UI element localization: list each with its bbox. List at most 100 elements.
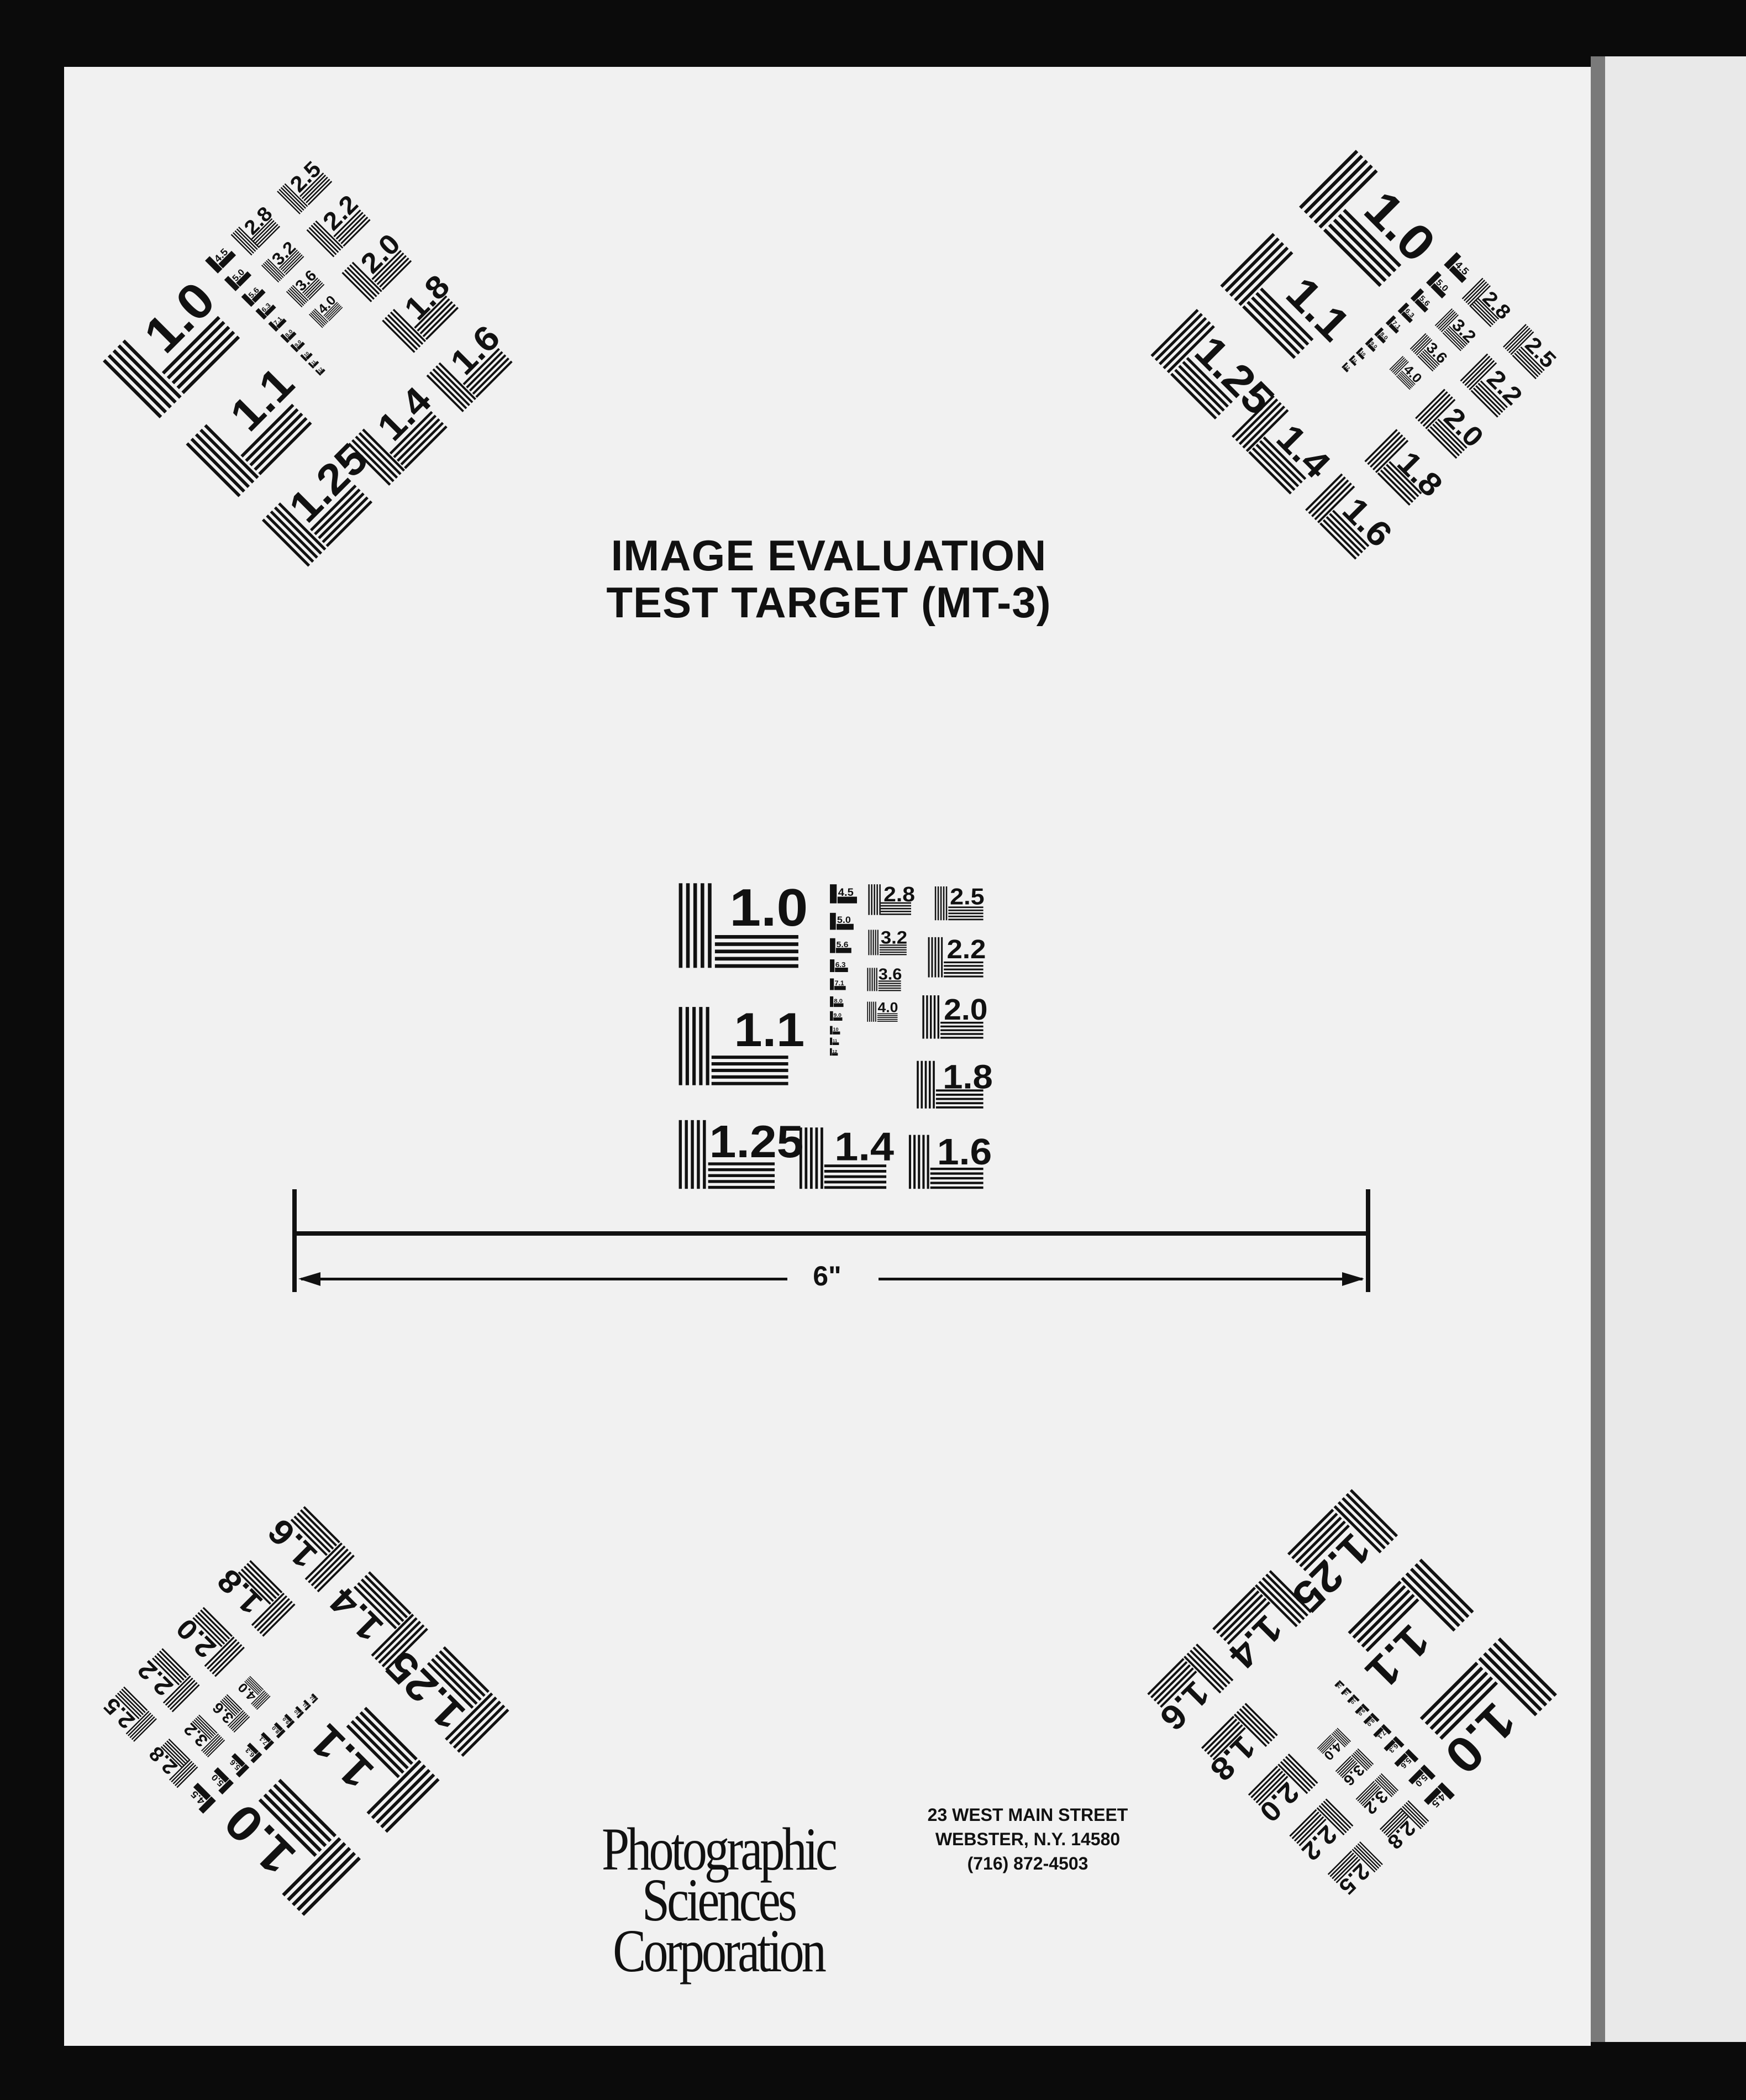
vertical-bar: [250, 1751, 262, 1763]
horizontal-bar: [253, 220, 275, 242]
horizontal-bar: [333, 209, 361, 238]
vertical-bar: [251, 1592, 285, 1626]
vertical-bar: [453, 1700, 501, 1749]
small-resolution-patch: 6.3: [1397, 302, 1416, 323]
horizontal-bar: [295, 1706, 302, 1713]
vertical-bar: [879, 884, 881, 915]
vertical-bar: [1469, 285, 1491, 307]
horizontal-bar: [1298, 1818, 1327, 1846]
horizontal-bar: [1385, 1814, 1407, 1836]
horizontal-bar: [285, 256, 304, 275]
address-street: 23 WEST MAIN STREET: [927, 1805, 1128, 1825]
vertical-bar: [1282, 1758, 1313, 1789]
resolution-patch: 1.8: [1364, 429, 1449, 506]
vertical-bar: [1349, 1489, 1398, 1537]
horizontal-bar: [259, 225, 281, 248]
horizontal-bar: [338, 214, 366, 242]
small-resolution-patch: 5.6: [1410, 288, 1432, 313]
horizontal-bar: [238, 1571, 271, 1605]
vertical-bar: [1355, 1845, 1380, 1869]
horizontal-bar: [708, 1174, 775, 1177]
horizontal-bar: [1373, 1727, 1384, 1737]
horizontal-bar: [202, 1607, 233, 1637]
vertical-bar: [201, 1733, 219, 1752]
vertical-bar: [706, 1007, 709, 1085]
horizontal-bar: [393, 414, 437, 459]
vertical-bar: [1508, 329, 1532, 353]
horizontal-bar: [1321, 1738, 1335, 1753]
horizontal-bar: [1295, 1516, 1342, 1563]
horizontal-bar: [1201, 1715, 1235, 1749]
vertical-bar: [830, 1037, 833, 1045]
horizontal-bar: [1397, 374, 1412, 389]
horizontal-bar: [280, 251, 299, 270]
resolution-patch: 2.5: [1503, 324, 1561, 380]
horizontal-bar: [711, 1056, 788, 1059]
resolution-patch: 1.25: [679, 1116, 803, 1189]
vertical-bar: [304, 1542, 343, 1581]
vertical-bar: [199, 428, 255, 484]
horizontal-bar: [1250, 1768, 1281, 1798]
vertical-bar: [1318, 169, 1378, 229]
small-resolution-patch: 7.1: [1385, 315, 1402, 334]
small-resolution-patch: 9.0: [1355, 1703, 1370, 1717]
horizontal-bar: [824, 1180, 887, 1184]
logo-line-3: Corporation: [613, 1917, 827, 1985]
vertical-bar: [870, 930, 872, 956]
vertical-bar: [366, 1760, 422, 1815]
vertical-bar: [380, 1773, 435, 1829]
vertical-bar: [1318, 1805, 1347, 1834]
vertical-bar: [1444, 252, 1461, 270]
vertical-bar: [1422, 396, 1453, 427]
resolution-patch: 2.2: [306, 190, 371, 258]
vertical-bar: [1385, 315, 1396, 326]
horizontal-bar: [360, 1578, 404, 1623]
horizontal-bar: [877, 1019, 898, 1020]
small-resolution-patch: 4.5: [1444, 252, 1471, 284]
resolution-patch: 2.8: [868, 883, 915, 915]
horizontal-bar: [1182, 361, 1229, 408]
vertical-bar: [874, 884, 875, 915]
vertical-bar: [311, 224, 339, 253]
horizontal-bar: [1365, 1598, 1419, 1652]
patch-label: 1.4: [1268, 416, 1338, 486]
vertical-bar: [877, 930, 879, 956]
vertical-bar: [308, 313, 323, 328]
horizontal-bar: [1212, 1727, 1246, 1761]
horizontal-bar: [303, 1506, 340, 1544]
patch-label: 11: [1351, 357, 1358, 364]
vertical-bar: [1380, 1773, 1399, 1792]
vertical-bar: [280, 187, 304, 211]
horizontal-bar: [714, 957, 798, 961]
horizontal-bar: [1480, 380, 1508, 408]
horizontal-bar: [711, 1062, 788, 1065]
vertical-bar: [871, 884, 872, 915]
vertical-bar: [918, 1135, 921, 1189]
vertical-bar: [362, 428, 405, 472]
small-resolution-patch: 9.0: [290, 339, 305, 353]
small-resolution-patch: 11: [830, 1037, 839, 1045]
horizontal-bar: [837, 923, 854, 930]
vertical-bar: [872, 930, 874, 956]
vertical-bar: [284, 183, 308, 207]
patch-label: 1.1: [734, 1003, 805, 1057]
vertical-bar: [937, 995, 939, 1039]
horizontal-bar: [475, 360, 513, 398]
vertical-bar: [262, 263, 281, 281]
horizontal-bar: [231, 1753, 245, 1767]
horizontal-bar: [1512, 354, 1537, 380]
resolution-patch: 2.8: [230, 202, 281, 256]
horizontal-bar: [299, 1509, 338, 1547]
horizontal-bar: [164, 1742, 186, 1764]
vertical-bar: [261, 264, 280, 283]
horizontal-bar: [1356, 1589, 1411, 1644]
vertical-bar: [171, 1684, 200, 1713]
small-resolution-patch: 6.3: [244, 1742, 262, 1763]
vertical-bar: [1393, 360, 1408, 374]
vertical-bar: [270, 510, 318, 559]
horizontal-bar: [1389, 461, 1422, 495]
vertical-bar: [186, 442, 241, 497]
vertical-bar: [235, 1763, 250, 1778]
horizontal-bar: [307, 181, 333, 206]
